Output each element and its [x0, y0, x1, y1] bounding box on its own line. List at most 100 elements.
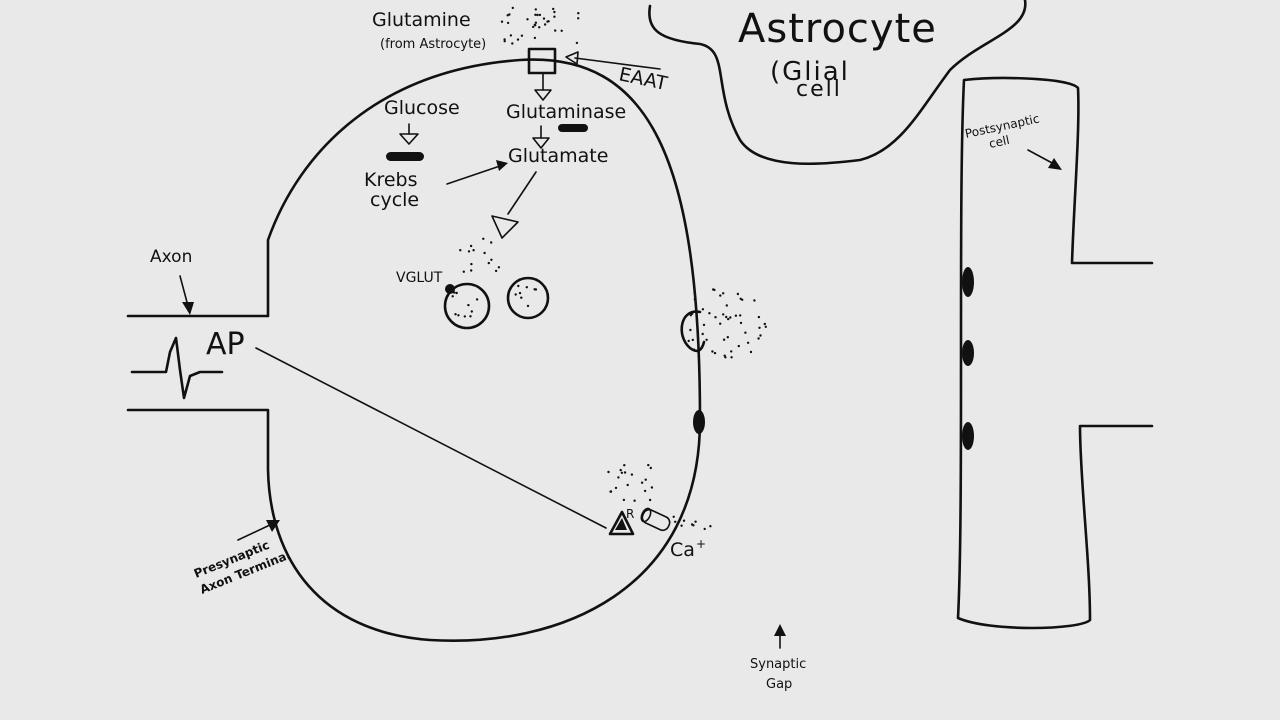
calcium-ion-channel: [640, 507, 671, 532]
stipple-dot: [577, 17, 580, 20]
stipple-dot: [554, 29, 557, 32]
stipple-dot: [633, 499, 636, 502]
stipple-dot: [533, 23, 536, 26]
stipple-dot: [757, 315, 761, 319]
stipple-dot: [469, 244, 473, 248]
astrocyte-subtitle-1: (Glial: [770, 57, 850, 87]
stipple-dot: [739, 321, 743, 325]
stipple-dot: [609, 490, 613, 493]
stipple-dot: [607, 470, 610, 474]
fusing-vesicle: [680, 310, 706, 353]
stipple-dot: [741, 298, 744, 301]
stipple-dot: [701, 332, 704, 336]
glutamate-to-vesicle-arrow: [491, 171, 537, 239]
ap-signal-line: [255, 347, 607, 529]
stipple-dot: [534, 13, 537, 16]
stipple-dot: [713, 288, 716, 292]
glutamate-label: Glutamate: [508, 145, 608, 167]
stipple-dot: [714, 316, 717, 319]
stipple-dot: [764, 325, 767, 328]
postsynaptic-receptor-3: [962, 422, 974, 450]
presynaptic-pointer-arrow: [237, 520, 280, 541]
stipple-dot: [758, 326, 761, 329]
stipple-dot: [690, 523, 694, 526]
stipple-dot: [691, 338, 694, 342]
stipple-dot: [467, 303, 470, 307]
krebs-to-glutamate-arrow: [446, 160, 508, 185]
stipple-dot: [753, 299, 756, 302]
stipple-dot: [457, 314, 460, 317]
stipple-dot: [674, 527, 677, 530]
stipple-dot: [689, 314, 692, 317]
stipple-dot: [644, 478, 647, 481]
calcium-charge: +: [696, 537, 706, 551]
synaptic-gap-label-1: Synaptic: [750, 657, 806, 672]
stipple-dot: [730, 356, 733, 359]
stipple-dot: [702, 323, 706, 327]
stipple-dot: [626, 483, 629, 487]
stipple-dot: [553, 10, 556, 14]
presynaptic-membrane-marker: [693, 410, 705, 434]
stipple-dot: [619, 468, 622, 472]
stipple-dot: [494, 269, 498, 273]
stipple-dot: [722, 292, 725, 295]
stipple-dot: [520, 296, 523, 299]
stipple-dot: [525, 286, 528, 289]
stipple-dot: [640, 481, 644, 484]
stipple-dot: [538, 26, 541, 29]
stipple-dot: [759, 334, 762, 337]
synaptic-gap-arrow: [774, 624, 786, 649]
stipple-dot: [534, 8, 537, 11]
stipple-dot: [694, 520, 697, 523]
stipple-dot: [553, 15, 556, 18]
postsynaptic-label-2: cell: [988, 133, 1011, 151]
axon-terminal-outline: [126, 58, 702, 642]
stipple-dot: [709, 525, 712, 528]
stipple-dot: [689, 328, 692, 332]
postsynaptic-outline: [956, 76, 1154, 630]
glutaminase-bar: [558, 124, 588, 132]
astrocyte-outline: [648, 0, 1027, 166]
stipple-dot: [643, 489, 647, 493]
stipple-dot: [705, 338, 708, 341]
stipple-dot: [736, 292, 740, 296]
stipple-dot: [746, 341, 750, 344]
stipple-dot: [687, 339, 690, 343]
stipple-dot: [503, 38, 506, 41]
from-astrocyte-label: (from Astrocyte): [380, 37, 486, 52]
stipple-dot: [672, 515, 675, 518]
stipple-dot: [503, 40, 506, 43]
stipple-dot: [470, 310, 473, 313]
stipple-dot: [620, 471, 624, 474]
calcium-channel-triangle: [608, 510, 635, 536]
axon-label: Axon: [150, 247, 192, 267]
neurotransmitter-dots: [451, 6, 767, 531]
stipple-dot: [630, 473, 634, 476]
stipple-dot: [509, 34, 513, 37]
stipple-dot: [623, 464, 626, 467]
stipple-dot: [508, 13, 511, 16]
stipple-dot: [713, 351, 717, 355]
stipple-dot: [526, 304, 530, 308]
stipple-dot: [749, 350, 753, 354]
stipple-dot: [472, 249, 475, 252]
stipple-dot: [469, 315, 472, 318]
stipple-dot: [725, 315, 728, 319]
synaptic-vesicle-2: [506, 276, 550, 320]
stipple-dot: [490, 258, 493, 261]
synaptic-vesicle-1: [443, 282, 491, 330]
stipple-dot: [511, 42, 514, 45]
stipple-dot: [520, 34, 524, 37]
stipple-dot: [516, 38, 520, 41]
stipple-dot: [722, 313, 725, 316]
glutamine-label: Glutamine: [372, 9, 471, 31]
stipple-dot: [650, 486, 654, 489]
stipple-dot: [542, 17, 546, 20]
stipple-dot: [725, 304, 728, 307]
stipple-dot: [483, 251, 486, 255]
stipple-dot: [533, 36, 537, 40]
postsynaptic-pointer-arrow: [1027, 149, 1062, 170]
glucose-block-bar: [386, 152, 424, 161]
stipple-dot: [547, 20, 550, 23]
stipple-dot: [703, 527, 706, 531]
